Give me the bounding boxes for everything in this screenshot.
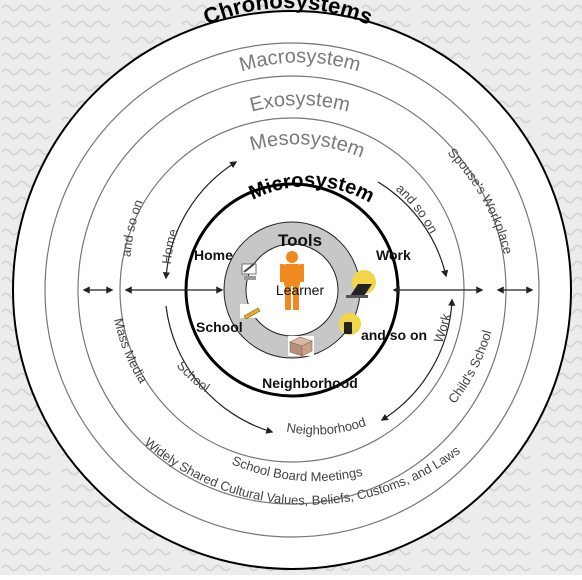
micro-and-so-on-label: and so on: [361, 327, 427, 343]
micro-school-label: School: [196, 319, 243, 335]
phone-icon: [339, 313, 361, 335]
pencil-paper-icon: [240, 304, 262, 320]
micro-work-label: Work: [376, 247, 411, 263]
laptop-icon: [346, 270, 376, 298]
tools-label: Tools: [278, 231, 322, 250]
learner-label: Learner: [276, 282, 325, 298]
arrow-arc-lower-left: [165, 305, 274, 434]
micro-home-label: Home: [194, 247, 233, 263]
arrow-arc-upper-right: [377, 181, 449, 278]
micro-neighborhood-label: Neighborhood: [262, 375, 358, 391]
books-icon: [241, 263, 257, 280]
arrow-arc-lower-right: [380, 298, 456, 421]
box-icon: [288, 336, 314, 357]
learner-figure-icon: [280, 251, 304, 310]
mesosystem-arrows: [162, 161, 456, 434]
arrow-arc-upper-left: [162, 161, 238, 280]
